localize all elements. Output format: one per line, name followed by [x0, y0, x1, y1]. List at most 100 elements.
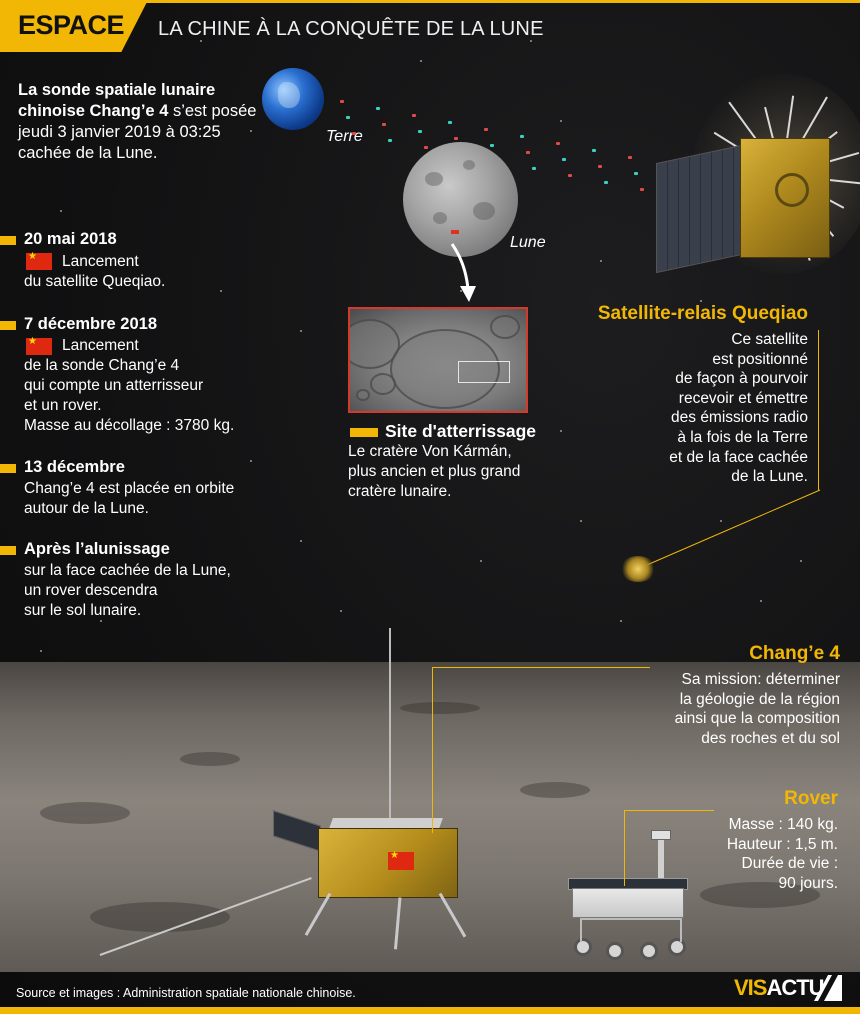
landing-site-line: cratère lunaire.: [348, 483, 452, 500]
surface-crater: [700, 882, 820, 908]
timeline-line: Lancement: [62, 253, 139, 270]
timeline-date: Après l’alunissage: [24, 540, 170, 558]
trajectory-dot: [634, 172, 638, 175]
star: [620, 620, 622, 622]
star: [720, 520, 722, 522]
satellite-line: des émissions radio: [671, 409, 808, 427]
moon-crater: [463, 160, 475, 170]
moon-crater: [425, 172, 443, 186]
small-satellite-icon: [620, 556, 656, 582]
china-flag-icon: [388, 850, 414, 870]
change4-text: Sa mission: déterminer la géologie de la…: [610, 670, 840, 748]
trajectory-dot: [352, 132, 356, 135]
intro-rest: s’est posée jeudi 3 janvier 2019 à 03:25…: [18, 102, 257, 162]
star: [560, 120, 562, 122]
trajectory-dot: [556, 142, 560, 145]
visactu-logo-icon: VISACTU: [734, 975, 825, 1001]
trajectory-dot: [448, 121, 452, 124]
timeline-line: Chang’e 4 est placée en orbite: [24, 480, 235, 497]
satellite-text: Ce satellite est positionné de façon à p…: [588, 330, 808, 487]
rover-text: Masse : 140 kg. Hauteur : 1,5 m. Durée d…: [698, 815, 838, 893]
change4-line: la géologie de la région: [679, 690, 840, 708]
change4-line: Sa mission: déterminer: [681, 671, 840, 688]
timeline-line: qui compte un atterrisseur: [24, 377, 204, 394]
leader-line-diagonal: [639, 489, 821, 569]
rover-wheel: [574, 938, 592, 956]
star: [580, 520, 582, 522]
trajectory-dot: [628, 156, 632, 159]
trajectory-dot: [640, 188, 644, 191]
timeline-line: de la sonde Chang’e 4: [24, 357, 180, 374]
moon-crater: [473, 202, 495, 220]
source-credit: Source et images : Administration spatia…: [16, 986, 356, 1000]
rover-wheel: [640, 942, 658, 960]
leader-line: [624, 810, 714, 811]
landing-marker: [451, 230, 459, 234]
trajectory-dot: [382, 123, 386, 126]
rover-camera: [651, 830, 671, 840]
lunar-surface: [0, 662, 860, 972]
star: [800, 560, 802, 562]
timeline-line: Masse au décollage : 3780 kg.: [24, 417, 235, 434]
timeline-marker: [0, 321, 16, 330]
change4-line: ainsi que la composition: [674, 710, 840, 728]
timeline-line: un rover descendra: [24, 582, 158, 599]
timeline-date: 13 décembre: [24, 458, 125, 476]
timeline-line: Lancement: [62, 337, 139, 354]
trajectory-dot: [388, 139, 392, 142]
timeline-date: 20 mai 2018: [24, 230, 117, 248]
trajectory-dot: [346, 116, 350, 119]
timeline-date: 7 décembre 2018: [24, 315, 158, 333]
trajectory-dot: [412, 114, 416, 117]
inset-crater: [490, 315, 520, 339]
trajectory-dot: [526, 151, 530, 154]
china-flag-icon: [26, 251, 52, 270]
trajectory-dot: [604, 181, 608, 184]
surface-crater: [400, 702, 480, 714]
inset-crater: [356, 389, 370, 401]
star: [340, 610, 342, 612]
surface-crater: [90, 902, 230, 932]
star: [460, 290, 462, 292]
satellite-line: de la Lune.: [731, 468, 808, 486]
earth-label: Terre: [326, 128, 363, 145]
rover-suspension: [580, 918, 682, 942]
rover-line: 90 jours.: [778, 874, 838, 892]
star: [140, 150, 142, 152]
china-flag-icon: [26, 336, 52, 355]
leader-line: [432, 667, 433, 833]
lander-antenna: [389, 628, 391, 824]
intro-text: La sonde spatiale lunaire chinoise Chang…: [18, 80, 268, 164]
star: [600, 260, 602, 262]
surface-crater: [180, 752, 240, 766]
satellite-title: Satellite-relais Queqiao: [597, 303, 808, 324]
trajectory-dot: [340, 100, 344, 103]
satellite-line: Ce satellite: [731, 331, 808, 348]
trajectory-dot: [568, 174, 572, 177]
landing-site-image: [348, 307, 528, 413]
timeline-line: sur la face cachée de la Lune,: [24, 562, 231, 579]
arrow-down-icon: [450, 243, 476, 302]
star: [530, 40, 532, 42]
landing-site-text: Le cratère Von Kármán, plus ancien et pl…: [348, 442, 558, 502]
satellite-body: [740, 138, 830, 258]
landing-site-line: Le cratère Von Kármán,: [348, 443, 512, 460]
change4-title: Chang’e 4: [749, 643, 840, 664]
trajectory-dot: [520, 135, 524, 138]
trajectory-dot: [376, 107, 380, 110]
moon-crater: [433, 212, 447, 224]
timeline-line: sur le sol lunaire.: [24, 602, 142, 619]
satellite-line: à la fois de la Terre: [677, 428, 808, 446]
rover-line: Hauteur : 1,5 m.: [726, 835, 838, 853]
rover-title: Rover: [784, 788, 838, 809]
page-title: LA CHINE À LA CONQUÊTE DE LA LUNE: [158, 18, 544, 40]
satellite-image: [652, 34, 860, 284]
satellite-line: de façon à pourvoir: [675, 370, 808, 388]
rover-body: [572, 888, 684, 918]
trajectory-dot: [562, 158, 566, 161]
logo-part-b: ACTU: [766, 975, 824, 1000]
star: [100, 620, 102, 622]
section-tag-label: ESPACE: [18, 10, 125, 40]
trajectory-dot: [592, 149, 596, 152]
